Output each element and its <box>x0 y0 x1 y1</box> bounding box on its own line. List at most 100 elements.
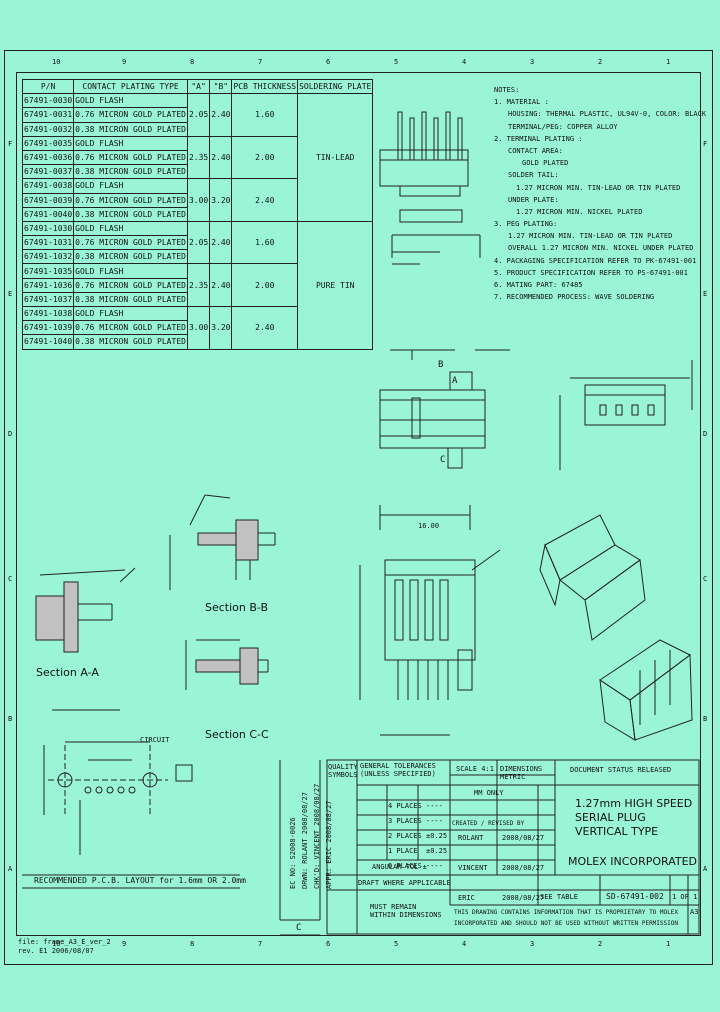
ec-number: EC NO: S2008-0026 <box>289 817 297 889</box>
inner-border <box>16 72 701 936</box>
zone-col-top-3: 3 <box>530 58 535 66</box>
pcb-thickness-cell: 2.40 <box>231 306 299 350</box>
part-number-cell: 67491-0032 <box>21 121 75 137</box>
revision-strip-lines <box>279 760 321 936</box>
tolerance-row: 2 PLACES ±0.25 <box>358 832 447 847</box>
part-number-cell: 67491-0030 <box>21 93 75 109</box>
zone-col-top-9: 9 <box>122 58 127 66</box>
end-view-drawing <box>559 360 693 470</box>
tolerance-place-label: 1 PLACE <box>388 847 418 855</box>
zone-col-top-7: 7 <box>258 58 263 66</box>
zone-row-left-E: E <box>8 290 13 298</box>
part-number-cell: 67491-0035 <box>21 135 75 151</box>
part-number-cell: 67491-0037 <box>21 164 75 180</box>
created-label: CREATED / REVISED BY <box>452 820 525 827</box>
zone-row-right-D: D <box>703 430 708 438</box>
drawn-by: DRWN: ROLANT 2008/08/27 <box>301 792 309 889</box>
zone-col-top-8: 8 <box>190 58 195 66</box>
drawing-title-1: 1.27mm HIGH SPEED <box>575 797 693 810</box>
note-line: GOLD PLATED <box>522 159 569 168</box>
plating-cell: 0.76 MICRON GOLD PLATED <box>73 149 188 166</box>
zone-col-top-5: 5 <box>394 58 399 66</box>
zone-col-bottom-1: 1 <box>666 940 671 948</box>
approved-by: APPR: ERIC 2008/08/27 <box>325 800 333 889</box>
note-line: 5. PRODUCT SPECIFICATION REFER TO PS-674… <box>494 268 688 277</box>
zone-row-left-A: A <box>8 865 13 873</box>
document-status: DOCUMENT STATUS RELEASED <box>570 766 672 774</box>
zone-col-top-2: 2 <box>598 58 603 66</box>
zone-row-left-F: F <box>8 140 13 148</box>
soldering-plate-cell: PURE TIN <box>297 220 374 350</box>
note-line: 2. TERMINAL PLATING : <box>494 134 583 143</box>
sheet-size: A3 <box>690 908 699 916</box>
note-line: SOLDER TAIL: <box>508 171 559 180</box>
zone-col-bottom-10: 10 <box>52 940 61 948</box>
zone-col-top-4: 4 <box>462 58 467 66</box>
view-arrow-b: B <box>438 360 444 370</box>
zone-row-right-E: E <box>703 290 708 298</box>
plating-cell: 0.38 MICRON GOLD PLATED <box>73 334 188 350</box>
dim-b-cell: 2.40 <box>209 135 233 180</box>
part-number-cell: 67491-0040 <box>21 206 75 222</box>
note-line: HOUSING: THERMAL PLASTIC, UL94V-0, COLOR… <box>508 110 707 119</box>
file-reference: file: frame_A3_E_ver_2 <box>18 938 111 946</box>
tolerance-value: ±0.25 <box>426 847 448 855</box>
note-line: 6. MATING PART: 67485 <box>494 281 583 289</box>
zone-col-bottom-3: 3 <box>530 940 535 948</box>
dim-b-cell: 2.40 <box>209 93 233 137</box>
zone-col-bottom-5: 5 <box>394 940 399 948</box>
tolerance-place-label: 2 PLACES <box>388 832 422 840</box>
zone-col-bottom-8: 8 <box>190 940 195 948</box>
section-bb-label: Section B-B <box>205 601 269 614</box>
note-line: 4. PACKAGING SPECIFICATION REFER TO PK-6… <box>494 256 697 265</box>
dim-16: 16.00 <box>418 522 440 530</box>
checked-name: VINCENT <box>458 864 488 872</box>
part-number-cell: 67491-0038 <box>21 178 75 194</box>
zone-col-top-1: 1 <box>666 58 671 66</box>
view-arrow-c: C <box>440 455 446 465</box>
tolerance-place-label: 0 PLACES <box>388 862 422 870</box>
tolerance-row: 3 PLACES ---- <box>358 817 447 832</box>
note-line: 7. RECOMMENDED PROCESS: WAVE SOLDERING <box>494 293 655 302</box>
zone-col-top-6: 6 <box>326 58 331 66</box>
note-line: CONTACT AREA: <box>508 146 563 155</box>
company-name: MOLEX INCORPORATED <box>568 855 698 868</box>
created-date: 2008/08/27 <box>502 834 545 842</box>
part-number-cell: 67491-0036 <box>21 149 75 166</box>
see-table: SEE TABLE <box>540 893 578 901</box>
plating-cell: 0.76 MICRON GOLD PLATED <box>73 192 188 208</box>
revision-reference: rev. E1 2006/08/07 <box>18 947 94 955</box>
note-line: 3. PEG PLATING: <box>494 220 558 229</box>
tolerance-place-label: 3 PLACES <box>388 817 422 825</box>
general-tolerances: GENERAL TOLERANCES (UNLESS SPECIFIED) <box>360 762 436 778</box>
tolerance-row: 1 PLACE ±0.25 <box>358 847 447 862</box>
mm-only: MM ONLY <box>474 789 504 797</box>
plating-cell: 0.38 MICRON GOLD PLATED <box>73 206 188 222</box>
tolerance-value: ---- <box>426 817 443 825</box>
tolerance-row: 0 PLACES---- <box>358 862 447 877</box>
zone-row-right-B: B <box>703 715 708 723</box>
angular-tol: ANGULAR TOL ± <box>372 863 427 871</box>
table-header-3: "B" <box>209 78 233 95</box>
zone-col-bottom-6: 6 <box>326 940 331 948</box>
side-view-drawing <box>379 349 510 530</box>
tolerance-value: ---- <box>426 802 443 810</box>
title-block-lines <box>22 759 700 935</box>
pcb-thickness-cell: 2.40 <box>231 178 299 222</box>
proprietary-line-1: THIS DRAWING CONTAINS INFORMATION THAT I… <box>454 909 678 916</box>
circuit-label: CIRCUIT <box>140 736 170 744</box>
notes-block: NOTES:1. MATERIAL :HOUSING: THERMAL PLAS… <box>494 86 706 305</box>
proprietary-line-2: INCORPORATED AND SHOULD NOT BE USED WITH… <box>454 920 678 927</box>
tolerance-value: ±0.25 <box>426 832 448 840</box>
part-number-cell: 67491-0039 <box>21 192 75 208</box>
scale: SCALE 4:1 <box>456 765 494 773</box>
revision-letter: C <box>296 923 302 933</box>
zone-row-right-F: F <box>703 140 708 148</box>
